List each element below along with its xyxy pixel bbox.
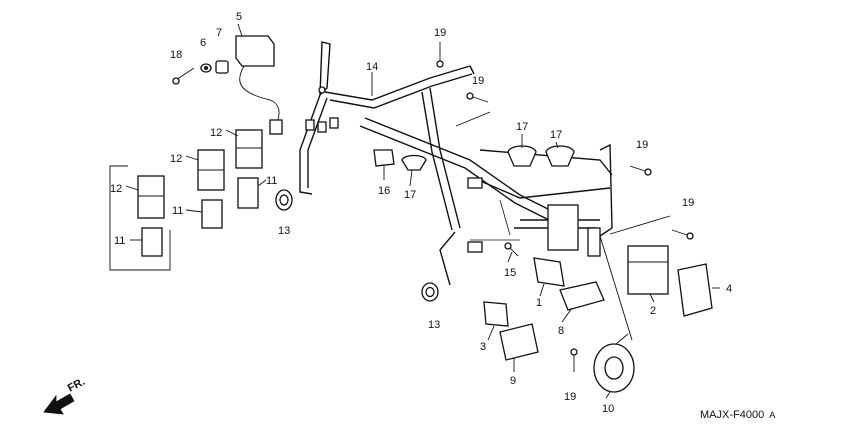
- part-label-8: 8: [558, 325, 564, 337]
- part-label-13b: 13: [428, 319, 440, 331]
- part-11b-shape: [201, 199, 223, 229]
- part-label-12a: 12: [210, 127, 222, 139]
- part-4-shape: [677, 263, 713, 317]
- part-label-2: 2: [650, 305, 656, 317]
- part-11a-shape: [237, 177, 259, 209]
- part-5-shape: [235, 35, 283, 135]
- part-label-6: 6: [200, 37, 206, 49]
- part-19b-shape: [466, 92, 489, 103]
- part-1-shape: [533, 257, 565, 287]
- part-label-5: 5: [236, 11, 242, 23]
- part-6-shape: [200, 63, 212, 73]
- part-3-shape: [483, 301, 509, 327]
- part-2-shape: [627, 245, 669, 295]
- part-label-10: 10: [602, 403, 614, 415]
- part-18-shape: [172, 67, 195, 85]
- part-label-1: 1: [536, 297, 542, 309]
- part-label-17c: 17: [550, 129, 562, 141]
- part-19a-shape: [436, 42, 444, 68]
- part-label-3: 3: [480, 341, 486, 353]
- part-19d-shape: [671, 229, 694, 240]
- part-label-17b: 17: [516, 121, 528, 133]
- part-17c-shape: [545, 145, 575, 167]
- part-7-shape: [215, 60, 229, 74]
- part-13a-shape: [275, 189, 293, 211]
- part-17b-shape: [507, 145, 537, 167]
- part-13b-shape: [421, 282, 439, 302]
- part-19e-shape: [570, 348, 578, 372]
- part-9-shape: [499, 323, 539, 361]
- part-label-11b: 11: [172, 205, 183, 217]
- part-label-15: 15: [504, 267, 516, 279]
- front-direction-label: FR.: [66, 376, 87, 395]
- diagram-code-suffix: A: [769, 410, 775, 420]
- part-12a-shape: [235, 129, 263, 169]
- relay-group-bracket: [109, 165, 171, 271]
- front-direction-indicator: FR.: [43, 376, 87, 415]
- part-17a-shape: [401, 154, 427, 171]
- part-15-shape: [504, 242, 519, 257]
- part-label-7: 7: [216, 27, 222, 39]
- part-label-9: 9: [510, 375, 516, 387]
- part-label-19a: 19: [434, 27, 446, 39]
- part-label-14: 14: [366, 61, 378, 73]
- part-label-17a: 17: [404, 189, 416, 201]
- leader-lines: [125, 23, 720, 399]
- front-arrow-icon: [43, 393, 75, 415]
- part-label-12c: 12: [110, 183, 122, 195]
- part-labels: 1 2 3 4 5 6 7 8 9 10 11 11 11 12 12 12 1…: [110, 11, 732, 415]
- part-label-13a: 13: [278, 225, 290, 237]
- part-label-19d: 19: [682, 197, 694, 209]
- part-label-18: 18: [170, 49, 182, 61]
- part-12c-shape: [137, 175, 165, 219]
- part-label-19c: 19: [636, 139, 648, 151]
- part-8-shape: [559, 281, 605, 311]
- part-label-11a: 11: [266, 175, 277, 187]
- part-label-19e: 19: [564, 391, 576, 403]
- part-label-11c: 11: [114, 235, 125, 247]
- diagram-code-main: MAJX-F4000: [700, 409, 764, 421]
- part-10-shape: [593, 333, 635, 393]
- part-16-shape: [373, 149, 395, 167]
- part-label-16: 16: [378, 185, 390, 197]
- part-12b-shape: [197, 149, 225, 191]
- part-label-19b: 19: [472, 75, 484, 87]
- diagram-code: MAJX-F4000 A: [700, 409, 775, 421]
- part-11c-shape: [141, 227, 163, 257]
- part-label-4: 4: [726, 283, 732, 295]
- part-label-12b: 12: [170, 153, 182, 165]
- part-19c-shape: [629, 165, 652, 176]
